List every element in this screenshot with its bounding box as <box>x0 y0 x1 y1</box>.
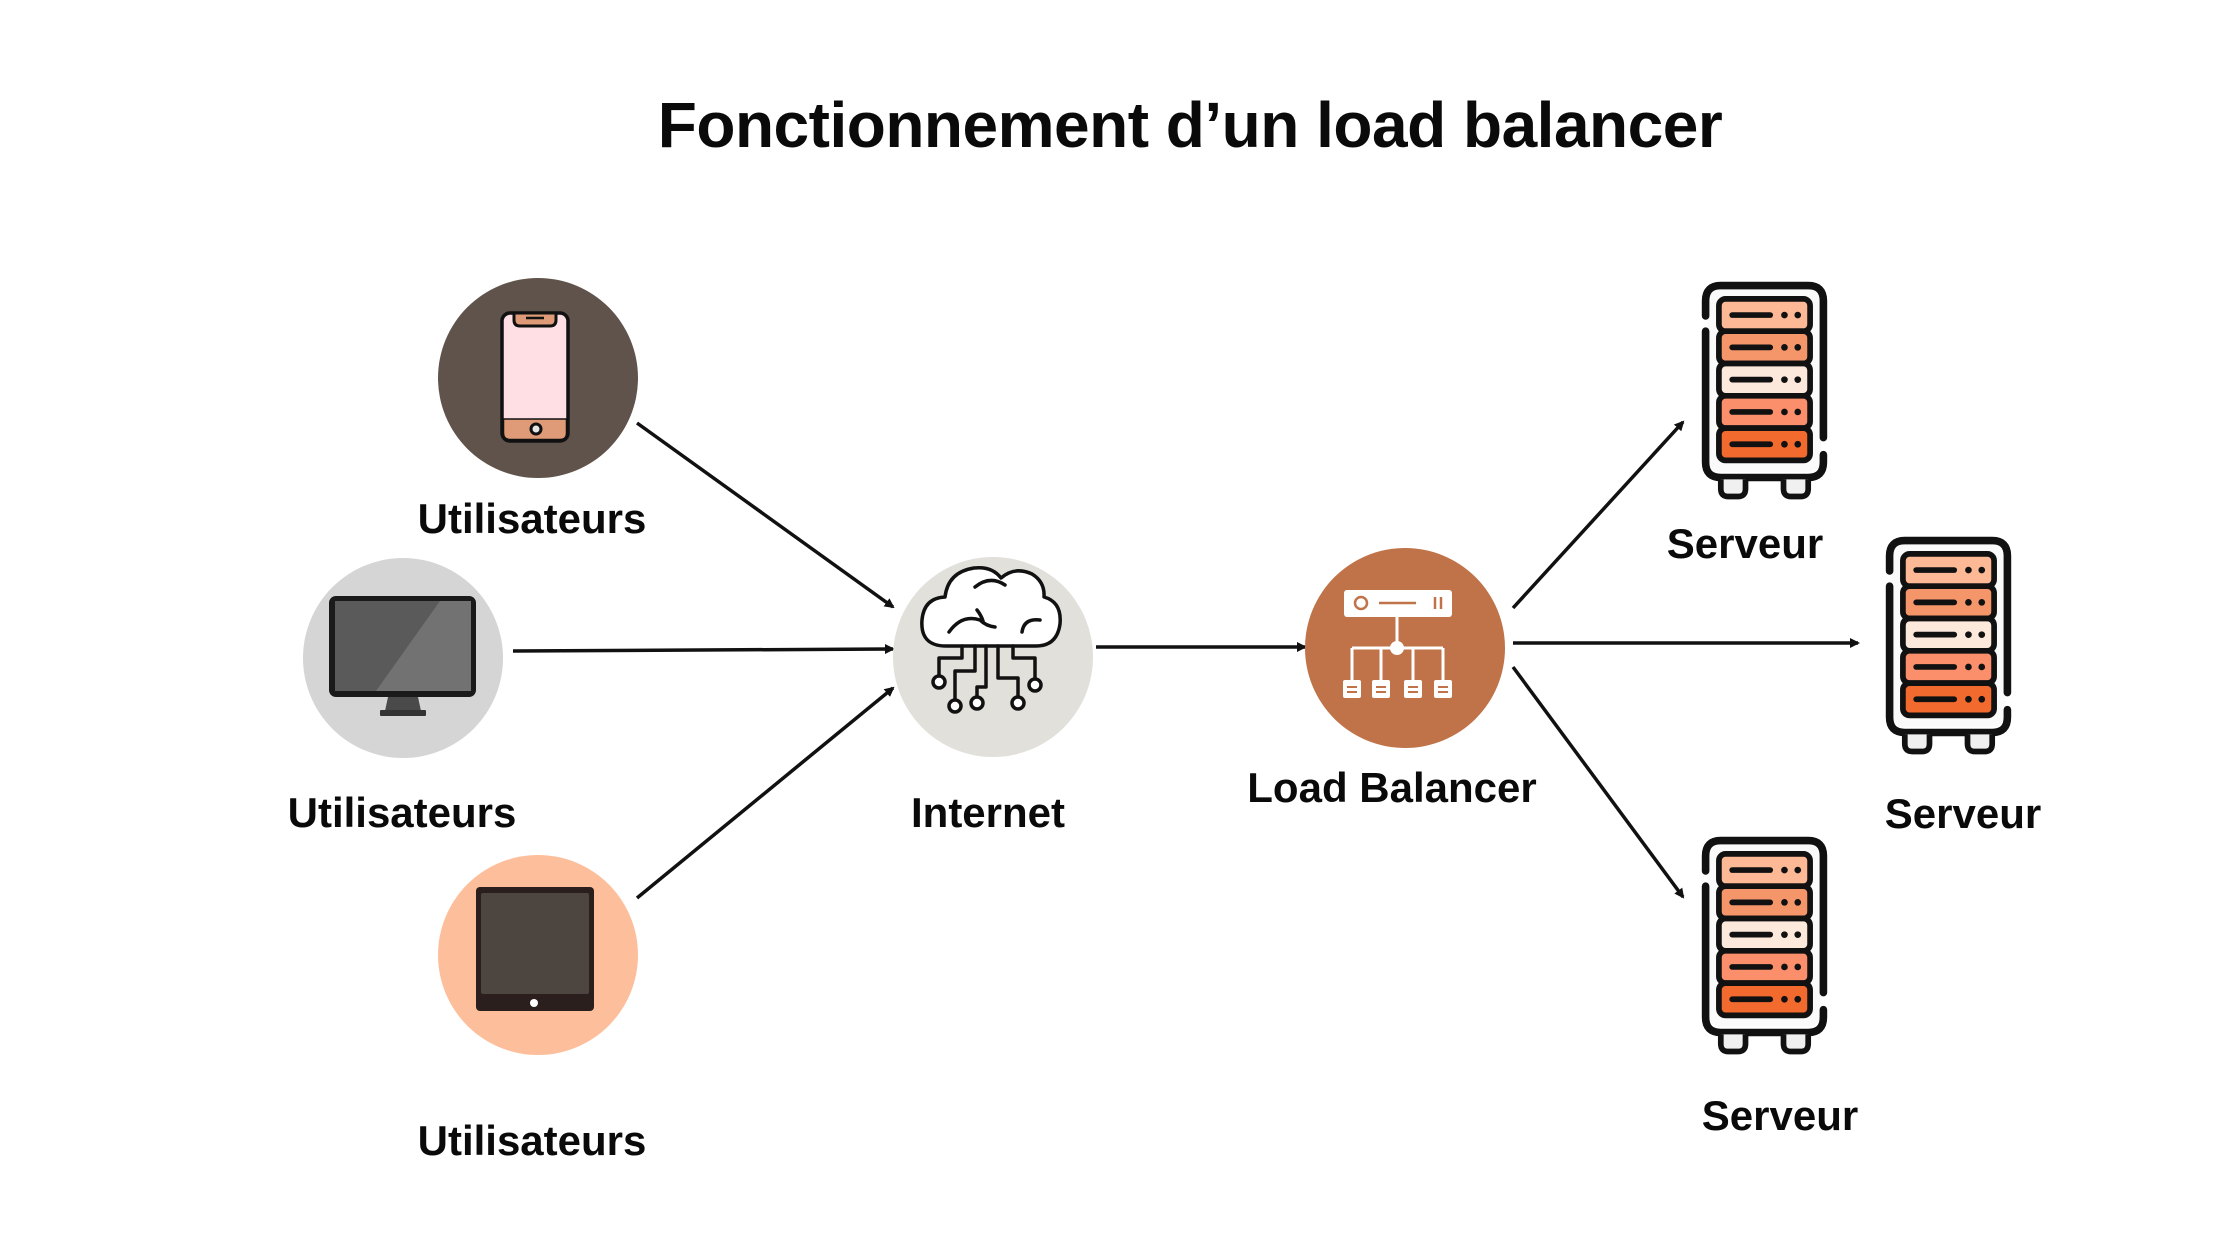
node-user-tablet <box>438 855 638 1055</box>
server-unit <box>1716 392 1813 431</box>
server-unit <box>1716 296 1813 335</box>
server-unit <box>1716 851 1813 890</box>
edge-desktop-to-internet <box>512 644 895 655</box>
tablet-icon <box>476 887 594 1011</box>
server-unit <box>1900 551 1997 590</box>
node-server-top <box>1701 281 1828 500</box>
server-unit <box>1716 328 1813 367</box>
server-unit <box>1716 947 1813 986</box>
node-server-bottom <box>1701 836 1828 1055</box>
node-user-desktop <box>303 558 503 758</box>
label-server-top: Serveur <box>1666 520 1824 567</box>
label-user-phone: Utilisateurs <box>417 495 647 542</box>
server-unit <box>1900 583 1997 622</box>
node-server-middle <box>1885 536 2012 755</box>
server-unit <box>1900 680 1997 719</box>
cloud-network-icon <box>920 565 1062 714</box>
label-load-balancer: Load Balancer <box>1247 764 1537 811</box>
smartphone-icon <box>500 311 570 443</box>
label-user-desktop: Utilisateurs <box>287 789 517 836</box>
server-unit <box>1716 360 1813 399</box>
server-rack-icon <box>1701 836 1828 1055</box>
load-balancer-icon <box>1343 590 1452 698</box>
edge-tablet-to-internet <box>635 686 895 900</box>
server-unit <box>1716 425 1813 464</box>
label-server-middle: Serveur <box>1884 790 2042 837</box>
server-unit <box>1900 615 1997 654</box>
label-user-tablet: Utilisateurs <box>417 1117 647 1164</box>
edges <box>512 420 1860 900</box>
label-internet: Internet <box>910 789 1066 836</box>
edge-load-balancer-to-server-bottom <box>1511 665 1685 899</box>
server-unit <box>1716 980 1813 1019</box>
edge-phone-to-internet <box>635 421 895 609</box>
edge-load-balancer-to-server-top <box>1511 420 1685 610</box>
node-user-phone <box>438 278 638 478</box>
diagram-title: Fonctionnement d’un load balancer <box>657 89 1723 161</box>
server-rack-icon <box>1885 536 2012 755</box>
node-load-balancer <box>1305 548 1505 748</box>
node-internet <box>893 557 1093 757</box>
desktop-monitor-icon <box>329 596 476 716</box>
label-server-bottom: Serveur <box>1701 1092 1859 1139</box>
server-unit <box>1716 883 1813 922</box>
server-unit <box>1900 647 1997 686</box>
server-rack-icon <box>1701 281 1828 500</box>
server-unit <box>1716 915 1813 954</box>
